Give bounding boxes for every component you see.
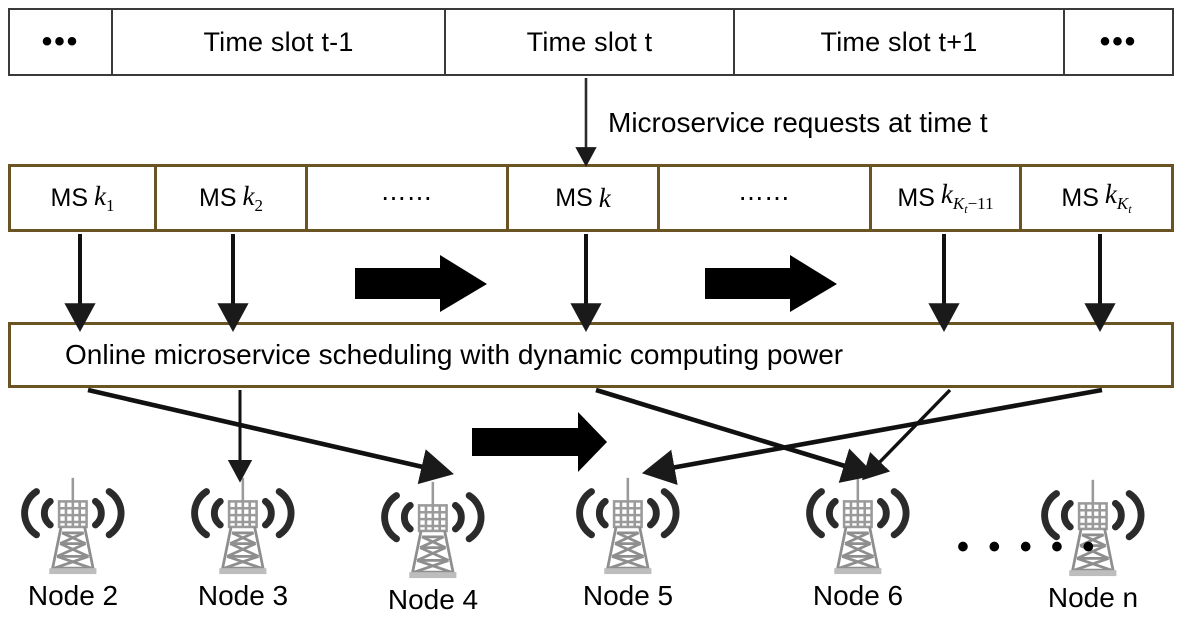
flow-arrow-left bbox=[355, 255, 487, 312]
ellipsis-dots: ⋯⋯ bbox=[738, 184, 791, 212]
timeline-cell-slot-next: Time slot t+1 bbox=[735, 10, 1065, 74]
ellipsis-dots: ⋯⋯ bbox=[381, 184, 433, 212]
arrow-scheduler-to-node6 bbox=[595, 387, 876, 483]
ms-prefix: MS bbox=[1061, 183, 1099, 212]
ellipsis-dots: ••• bbox=[41, 25, 80, 58]
node-ellipsis: • • • • • bbox=[957, 528, 1100, 566]
timeline-label: Time slot t+1 bbox=[820, 26, 978, 57]
cell-tower-icon bbox=[381, 481, 485, 579]
ms-cell-ellipsis-left: ⋯⋯ bbox=[308, 167, 509, 229]
node-5[interactable]: Node 5 bbox=[563, 468, 693, 612]
ms-subscript: 2 bbox=[254, 195, 263, 215]
ms-subscript: 1 bbox=[105, 195, 115, 215]
ms-subscript-base: K bbox=[1116, 194, 1129, 213]
ms-var: k1 bbox=[94, 180, 115, 215]
ms-prefix: MS bbox=[897, 183, 935, 212]
ms-subscript-base: K bbox=[952, 194, 965, 213]
ms-subscript: Kt−11 bbox=[952, 194, 994, 216]
timeline-row: ••• Time slot t-1 Time slot t Time slot … bbox=[8, 8, 1174, 76]
node-3[interactable]: Node 3 bbox=[178, 468, 308, 612]
node-4[interactable]: Node 4 bbox=[368, 472, 498, 616]
node-n[interactable]: Node n bbox=[1028, 470, 1158, 614]
ms-subscript-sub: t bbox=[1128, 202, 1132, 216]
timeline-cell-slot-current: Time slot t bbox=[446, 10, 735, 74]
cell-tower-icon bbox=[191, 477, 295, 575]
flow-arrow-right bbox=[705, 255, 837, 312]
ms-var: kKt−11 bbox=[940, 179, 994, 216]
ms-var: k2 bbox=[242, 180, 263, 215]
ms-subscript-minus-one: −1 bbox=[967, 194, 986, 213]
node-label: Node 3 bbox=[197, 580, 289, 611]
node-2[interactable]: Node 2 bbox=[8, 468, 138, 612]
ms-var: kKt bbox=[1104, 179, 1132, 216]
scheduler-bar: Online microservice scheduling with dyna… bbox=[8, 322, 1174, 388]
scheduler-label: Online microservice scheduling with dyna… bbox=[65, 339, 844, 370]
node-label: Node 4 bbox=[387, 584, 479, 615]
node-label: Node 2 bbox=[27, 580, 119, 611]
timeline-label: Time slot t bbox=[526, 26, 653, 57]
ms-cell-ellipsis-right: ⋯⋯ bbox=[660, 167, 872, 229]
node-label: Node 5 bbox=[582, 580, 674, 611]
ms-var: k bbox=[598, 182, 611, 213]
ms-prefix: MS bbox=[199, 183, 237, 212]
cell-tower-icon bbox=[1041, 479, 1145, 577]
cell-tower-icon bbox=[21, 477, 125, 575]
node-6[interactable]: Node 6 bbox=[793, 468, 923, 612]
arrow-scheduler-to-node6-alt bbox=[862, 388, 952, 481]
flow-arrow-nodes bbox=[472, 412, 607, 472]
timeline-cell-ellipsis-right: ••• bbox=[1065, 10, 1172, 74]
ms-subscript: Kt bbox=[1116, 194, 1132, 216]
ms-subscript-sub: t bbox=[964, 202, 968, 216]
timeline-cell-ellipsis-left: ••• bbox=[10, 10, 113, 74]
microservice-requests-label: Microservice requests at time t bbox=[608, 107, 988, 138]
timeline-label: Time slot t-1 bbox=[203, 26, 354, 57]
ellipsis-dots: ••• bbox=[1099, 25, 1138, 58]
node-label: Node 6 bbox=[812, 580, 904, 611]
node-label: Node n bbox=[1047, 582, 1139, 613]
ms-prefix: MS bbox=[50, 183, 89, 212]
timeline-cell-slot-prev: Time slot t-1 bbox=[113, 10, 446, 74]
arrow-scheduler-to-node4 bbox=[87, 387, 454, 485]
arrow-scheduler-to-node5 bbox=[641, 387, 1103, 486]
ms-prefix: MS bbox=[555, 183, 593, 212]
cell-tower-icon bbox=[806, 477, 910, 575]
cell-tower-icon bbox=[576, 477, 680, 575]
